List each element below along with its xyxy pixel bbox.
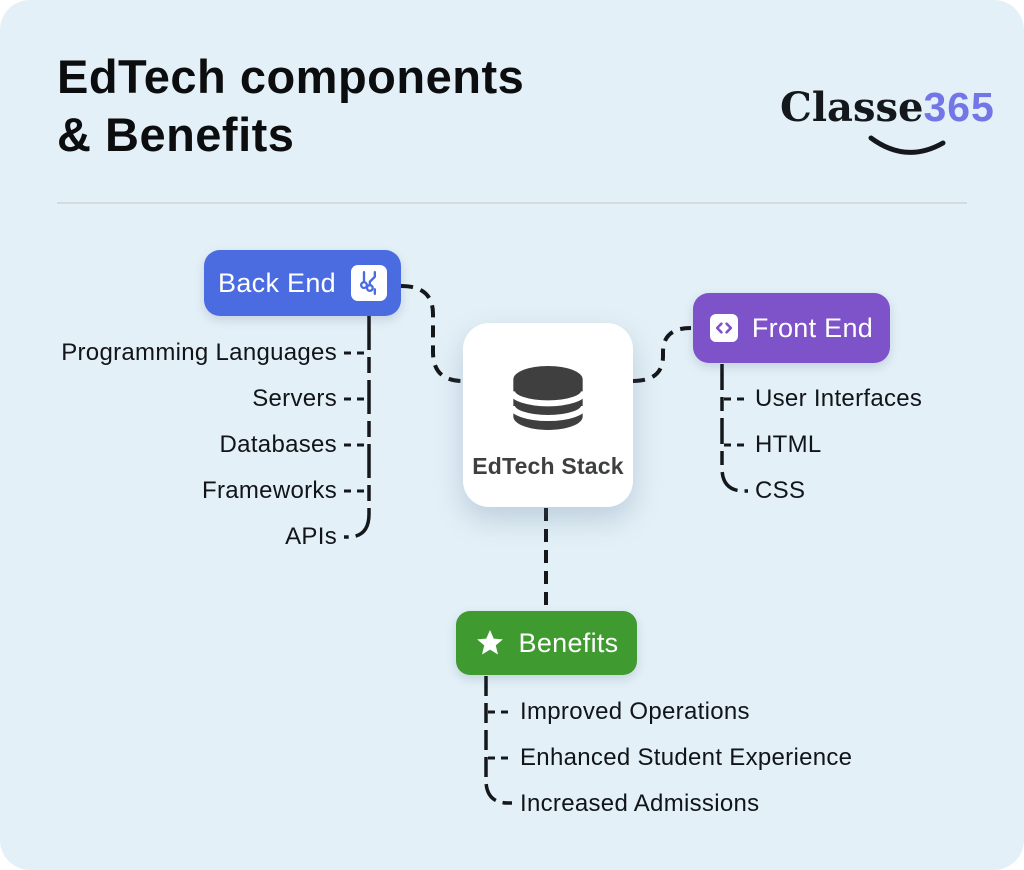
page-title: EdTech components & Benefits: [57, 48, 524, 164]
benefits-item-list: Improved Operations Enhanced Student Exp…: [520, 689, 920, 827]
list-item: Servers: [252, 385, 337, 412]
list-item: Frameworks: [201, 477, 337, 504]
list-item: HTML: [755, 431, 822, 458]
header-divider: [57, 202, 967, 204]
page-title-line2: & Benefits: [57, 108, 295, 161]
list-item: Improved Operations: [520, 698, 750, 725]
classe365-logo: Classe365: [780, 84, 995, 131]
code-icon: [709, 314, 738, 342]
list-item: User Interfaces: [755, 385, 923, 412]
backend-node-label: Back End: [218, 267, 336, 298]
stack-to-frontend-connector: [632, 326, 692, 383]
backend-item-list: Programming Languages Servers Databases …: [0, 330, 337, 560]
list-item: CSS: [755, 477, 806, 504]
benefits-items-spine: [484, 676, 512, 805]
list-item: Databases: [219, 431, 337, 458]
list-item: Increased Admissions: [520, 790, 760, 817]
list-item: Programming Languages: [61, 339, 337, 366]
frontend-item-list: User Interfaces HTML CSS: [755, 376, 1015, 514]
circuit-icon: [350, 265, 387, 301]
list-item: APIs: [285, 523, 337, 550]
database-icon: [509, 366, 587, 430]
page-title-line1: EdTech components: [57, 50, 525, 103]
benefits-node-label: Benefits: [518, 627, 619, 658]
frontend-node: Front End: [693, 293, 890, 363]
benefits-node: Benefits: [456, 611, 637, 675]
backend-to-stack-connector: [400, 284, 464, 383]
backend-node: Back End: [204, 250, 401, 316]
logo-wordmark: Classe: [780, 84, 924, 131]
backend-items-spine: [344, 316, 371, 539]
frontend-node-label: Front End: [751, 312, 874, 343]
star-icon: [475, 628, 505, 658]
edtech-stack-node: EdTech Stack: [463, 323, 633, 507]
frontend-items-spine: [720, 364, 748, 493]
edtech-stack-label: EdTech Stack: [472, 453, 624, 479]
logo-number: 365: [923, 84, 995, 130]
logo-smile-icon: [868, 135, 946, 155]
list-item: Enhanced Student Experience: [520, 744, 853, 771]
